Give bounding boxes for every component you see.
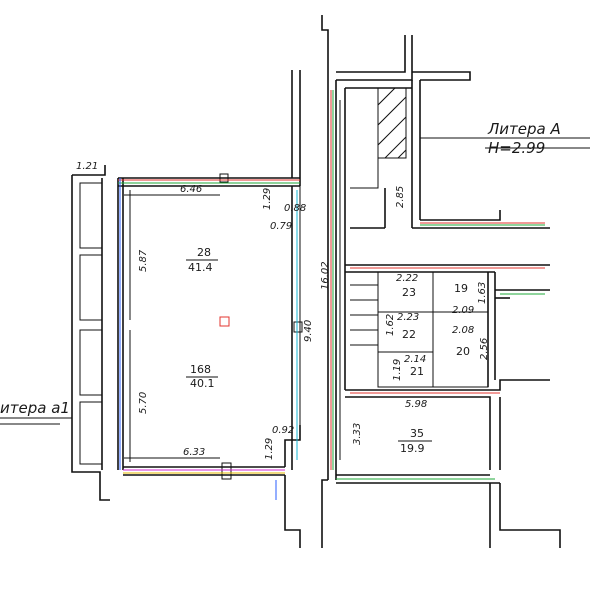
- dim-1-21: 1.21: [76, 161, 98, 172]
- dim-2-09: 2.09: [452, 305, 474, 316]
- dim-1-19: 1.19: [392, 359, 403, 381]
- room-19-number: 19: [454, 282, 468, 295]
- room-35-area: 19.9: [400, 442, 425, 455]
- room-21-number: 21: [410, 365, 424, 378]
- dim-0-88: 0.88: [284, 203, 306, 214]
- room-20-number: 20: [456, 345, 470, 358]
- dim-16-02: 16.02: [320, 261, 331, 290]
- dim-0-79: 0.79: [270, 221, 292, 232]
- left-block-walls: [71, 70, 303, 548]
- room-35-number: 35: [410, 427, 424, 440]
- dim-0-92: 0.92: [272, 425, 294, 436]
- room-168-number: 168: [190, 363, 211, 376]
- dim-2-14: 2.14: [404, 354, 426, 365]
- dim-2-85: 2.85: [395, 186, 406, 208]
- height-label: Н=2.99: [488, 139, 545, 157]
- room-28-area: 41.4: [188, 261, 213, 274]
- room-22-number: 22: [402, 328, 416, 341]
- dim-2-08: 2.08: [452, 325, 474, 336]
- dim-2-23: 2.23: [397, 312, 419, 323]
- plan-labels: Литера А Н=2.99 итера а1 28 41.4 168 40.…: [0, 120, 561, 460]
- dim-2-56: 2.56: [479, 338, 490, 360]
- dim-1-63: 1.63: [477, 282, 488, 304]
- room-28-number: 28: [197, 246, 211, 259]
- dim-2-22: 2.22: [396, 273, 418, 284]
- right-block-walls: [336, 35, 561, 548]
- dim-3-33: 3.33: [352, 423, 363, 445]
- dim-6-33: 6.33: [183, 447, 205, 458]
- dim-5-98: 5.98: [405, 399, 427, 410]
- litera-a1-label: итера а1: [0, 399, 70, 417]
- corridor-walls: [321, 15, 337, 548]
- dim-1-62: 1.62: [385, 314, 396, 336]
- leader-lines: [0, 100, 590, 462]
- dim-1-29-top: 1.29: [262, 188, 273, 210]
- dim-6-46: 6.46: [180, 184, 202, 195]
- dim-1-29-bottom: 1.29: [264, 438, 275, 460]
- dim-9-40: 9.40: [303, 320, 314, 342]
- room-168-area: 40.1: [190, 377, 215, 390]
- litera-a-label: Литера А: [487, 120, 561, 138]
- dim-5-70: 5.70: [138, 392, 149, 414]
- room-23-number: 23: [402, 286, 416, 299]
- dim-5-87: 5.87: [138, 249, 149, 272]
